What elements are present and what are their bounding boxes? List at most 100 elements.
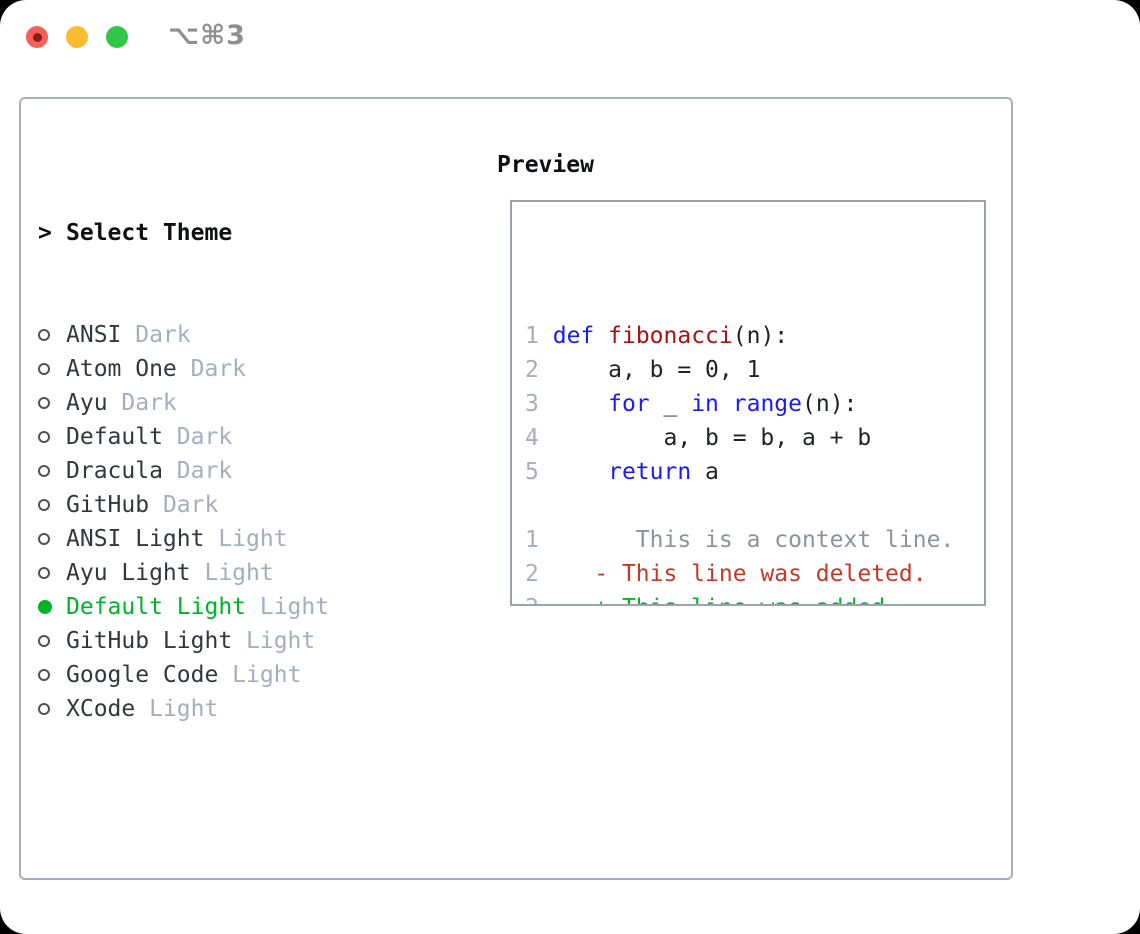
theme-option-label: Ayu: [66, 390, 108, 416]
theme-option-ayu-light[interactable]: Ayu Light Light: [38, 556, 488, 590]
radio-unselected-icon: [38, 669, 66, 681]
theme-variant-label: Light: [218, 662, 302, 688]
code-token: - This line was deleted.: [594, 561, 927, 587]
code-token: range: [732, 391, 803, 417]
theme-option-label: Atom One: [66, 356, 177, 382]
theme-option-github-light[interactable]: GitHub Light Light: [38, 624, 488, 658]
code-line: 2 a, b = 0, 1: [525, 353, 984, 387]
theme-option-label: Dracula: [66, 458, 163, 484]
theme-variant-label: Light: [246, 594, 330, 620]
code-token: _: [649, 391, 692, 417]
line-number: 4: [525, 425, 539, 451]
theme-list-header: > Select Theme: [38, 216, 488, 250]
code-token: [539, 391, 608, 417]
code-token: (n):: [732, 323, 789, 349]
theme-option-ansi[interactable]: ANSI Dark: [38, 318, 488, 352]
theme-option-default[interactable]: Default Dark: [38, 420, 488, 454]
theme-option-google-code[interactable]: Google Code Light: [38, 658, 488, 692]
theme-option-label: XCode: [66, 696, 136, 722]
minimize-button-icon[interactable]: [66, 26, 88, 48]
code-line: 4 a, b = b, a + b: [525, 421, 984, 455]
code-line: 2 - This line was deleted.: [525, 557, 984, 591]
theme-option-label: Ayu Light: [66, 560, 191, 586]
code-line: 1 This is a context line.: [525, 523, 984, 557]
line-number: 1: [525, 323, 539, 349]
code-token: [539, 459, 608, 485]
code-token: a, b = 0, 1: [538, 357, 761, 383]
radio-unselected-icon: [38, 499, 66, 511]
theme-option-ayu[interactable]: Ayu Dark: [38, 386, 488, 420]
preview-title: Preview: [497, 152, 594, 178]
code-token: fibonacci: [608, 323, 733, 349]
theme-option-atom-one[interactable]: Atom One Dark: [38, 352, 488, 386]
line-number: 2: [525, 595, 539, 604]
theme-variant-label: Light: [135, 696, 219, 722]
code-token: return: [608, 459, 692, 485]
code-token: def: [552, 323, 595, 349]
line-number: 2: [525, 357, 539, 383]
code-line: [525, 489, 984, 523]
spacer: [38, 828, 488, 862]
close-dot-icon: [32, 32, 42, 42]
line-number: 3: [525, 391, 539, 417]
theme-variant-label: Dark: [162, 424, 233, 450]
theme-option-ansi-light[interactable]: ANSI Light Light: [38, 522, 488, 556]
theme-list-title: Select Theme: [66, 220, 233, 246]
code-line: 5 return a: [525, 455, 984, 489]
code-token: [719, 391, 733, 417]
code-token: [594, 323, 608, 349]
theme-variant-label: Dark: [176, 356, 247, 382]
theme-variant-label: Dark: [121, 322, 191, 348]
traffic-lights: [26, 26, 128, 48]
theme-variant-label: Dark: [107, 390, 177, 416]
code-line: 2 + This line was added.: [525, 591, 984, 604]
zoom-button-icon[interactable]: [106, 26, 128, 48]
theme-option-default-light[interactable]: Default Light Light: [38, 590, 488, 624]
radio-unselected-icon: [38, 431, 66, 443]
theme-option-label: ANSI Light: [66, 526, 205, 552]
theme-option-label: ANSI: [66, 322, 122, 348]
focus-caret-icon: >: [38, 220, 52, 246]
theme-option-dracula[interactable]: Dracula Dark: [38, 454, 488, 488]
theme-option-label: GitHub: [66, 492, 150, 518]
radio-selected-icon: [38, 600, 66, 614]
code-token: [539, 561, 594, 587]
theme-variant-label: Light: [232, 628, 316, 654]
theme-variant-label: Dark: [162, 458, 233, 484]
theme-option-label: GitHub Light: [66, 628, 233, 654]
code-line: 3 for _ in range(n):: [525, 387, 984, 421]
code-token: [539, 595, 594, 604]
code-token: for: [608, 391, 650, 417]
theme-variant-label: Light: [190, 560, 274, 586]
radio-unselected-icon: [38, 397, 66, 409]
line-number: 2: [525, 561, 539, 587]
theme-variant-label: Dark: [149, 492, 219, 518]
code-token: + This line was added.: [594, 595, 899, 604]
code-line: 1 def fibonacci(n):: [525, 319, 984, 353]
theme-option-label: Default: [66, 424, 163, 450]
radio-unselected-icon: [38, 329, 66, 341]
radio-unselected-icon: [38, 635, 66, 647]
code-token: This is a context line.: [538, 527, 955, 553]
radio-unselected-icon: [38, 703, 66, 715]
radio-unselected-icon: [38, 567, 66, 579]
close-button-icon[interactable]: [26, 26, 48, 48]
line-number: 1: [525, 527, 539, 553]
radio-unselected-icon: [38, 533, 66, 545]
radio-unselected-icon: [38, 465, 66, 477]
theme-option-label: Google Code: [66, 662, 219, 688]
theme-option-label: Default Light: [66, 594, 247, 620]
code-token: a, b = b, a + b: [538, 425, 872, 451]
theme-option-github[interactable]: GitHub Dark: [38, 488, 488, 522]
code-token: in: [691, 391, 719, 417]
theme-option-xcode[interactable]: XCode Light: [38, 692, 488, 726]
code-token: a: [691, 459, 719, 485]
code-token: (n):: [802, 391, 858, 417]
line-number: 5: [525, 459, 539, 485]
code-token: [539, 323, 553, 349]
